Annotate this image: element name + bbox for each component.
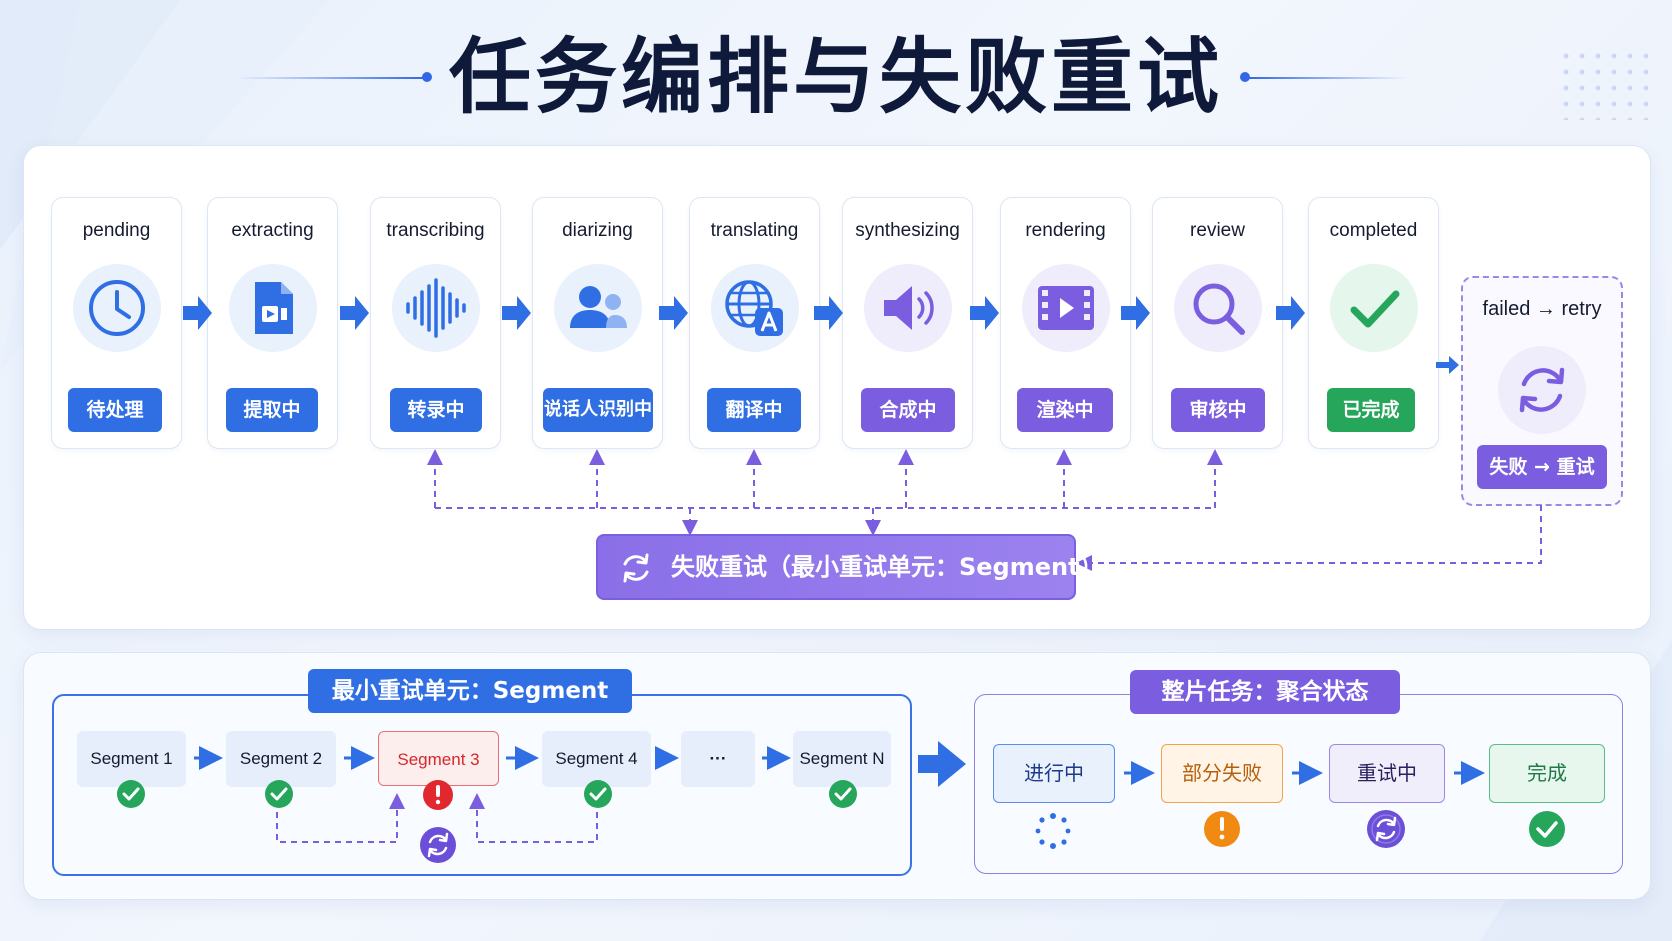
stage-label-en: completed (1329, 220, 1418, 241)
stage-label-zh: 提取中 (226, 388, 318, 432)
retry-bar-label: 失败重试（最小重试单元：Segment） (671, 553, 1104, 581)
dot-grid-decoration (1558, 48, 1654, 120)
stage-label-en: synthesizing (855, 220, 960, 241)
stage-label-zh: 转录中 (390, 388, 482, 432)
segment-section-title: 最小重试单元：Segment (308, 669, 632, 713)
stage-label-en: diarizing (562, 220, 633, 241)
speaker-icon (864, 264, 952, 352)
segment-box-ellipsis: ··· (681, 731, 755, 787)
stage-label-zh: 翻译中 (707, 388, 801, 432)
failed-retry-card: failed → retry 失败 → 重试 (1461, 276, 1623, 506)
stage-card-extracting: extracting 提取中 (207, 197, 338, 449)
segment-box-failed: Segment 3 (378, 731, 499, 786)
stage-label-zh: 合成中 (861, 388, 955, 432)
waveform-icon (392, 264, 480, 352)
retry-icon (623, 553, 649, 583)
stage-card-synthesizing: synthesizing 合成中 (842, 197, 973, 449)
video-file-icon (229, 264, 317, 352)
film-icon (1022, 264, 1110, 352)
state-retrying: 重试中 (1329, 744, 1445, 803)
failed-label-zh: 失败 → 重试 (1477, 445, 1607, 489)
segment-box: Segment 1 (77, 731, 186, 787)
segment-box: Segment 4 (542, 731, 651, 787)
aggregate-section-title: 整片任务：聚合状态 (1130, 670, 1400, 714)
stage-card-pending: pending 待处理 (51, 197, 182, 449)
stage-label-en: translating (710, 220, 799, 241)
stage-card-review: review 审核中 (1152, 197, 1283, 449)
retry-icon (1498, 346, 1586, 434)
state-partial-failed: 部分失败 (1161, 744, 1283, 803)
segment-box: Segment N (793, 731, 891, 787)
title-line-right (1248, 77, 1408, 79)
stage-label-zh: 渲染中 (1017, 388, 1113, 432)
stage-card-rendering: rendering 渲染中 (1000, 197, 1131, 449)
segment-box: Segment 2 (226, 731, 336, 787)
search-icon (1174, 264, 1262, 352)
stage-card-completed: completed 已完成 (1308, 197, 1439, 449)
title-line-left (235, 77, 425, 79)
stage-label-en: review (1190, 220, 1245, 241)
stage-card-translating: translating 翻译中 (689, 197, 820, 449)
stage-label-zh: 审核中 (1171, 388, 1265, 432)
clock-icon (73, 264, 161, 352)
stage-label-en: rendering (1025, 220, 1106, 241)
stage-label-zh: 待处理 (68, 388, 162, 432)
title-dot-left (422, 72, 432, 82)
state-completed: 完成 (1489, 744, 1605, 803)
stage-card-diarizing: diarizing 说话人识别中 (532, 197, 663, 449)
stage-card-transcribing: transcribing 转录中 (370, 197, 501, 449)
people-icon (554, 264, 642, 352)
stage-label-zh: 已完成 (1327, 388, 1415, 432)
stage-label-zh: 说话人识别中 (543, 388, 653, 432)
stage-label-en: pending (82, 220, 151, 241)
title-dot-right (1240, 72, 1250, 82)
check-icon (1330, 264, 1418, 352)
page-title: 任务编排与失败重试 (448, 30, 1223, 125)
retry-bar: 失败重试（最小重试单元：Segment） (596, 534, 1104, 600)
state-in-progress: 进行中 (993, 744, 1115, 803)
stage-label-en: transcribing (386, 220, 485, 241)
stage-label-en: extracting (231, 220, 314, 241)
translate-icon (711, 264, 799, 352)
failed-label-en: failed → retry (1482, 298, 1602, 320)
